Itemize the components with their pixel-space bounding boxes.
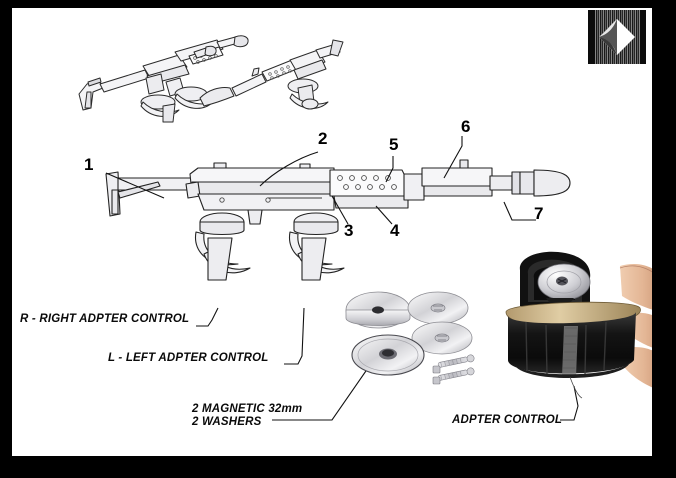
callout-2: 2	[318, 129, 327, 148]
callout-1: 1	[84, 155, 93, 174]
label-washers-line2: 2 WASHERS	[192, 416, 262, 428]
label-right-adapter-control: R - RIGHT ADPTER CONTROL	[20, 313, 190, 325]
label-adapter-control: ADPTER CONTROL	[452, 414, 563, 426]
callout-3: 3	[344, 221, 353, 240]
drum-ribs	[525, 321, 607, 376]
adapter-control-photo	[505, 251, 652, 399]
washer-lower	[411, 321, 473, 355]
label-left-adapter-control: L - LEFT ADPTER CONTROL	[108, 352, 269, 364]
callout-5: 5	[389, 135, 398, 154]
iso-view-right	[193, 39, 344, 110]
main-weapon-diagram	[105, 159, 571, 281]
screws-group	[432, 354, 475, 385]
washer-upper	[407, 291, 469, 325]
logo-diamond-icon	[599, 19, 635, 55]
callout-7: 7	[534, 204, 543, 223]
drum-strap-panel	[562, 326, 578, 377]
magnet-disc-front	[351, 334, 425, 376]
label-magnets-line1: 2 MAGNETIC 32mm	[192, 403, 303, 415]
adapter-top-jaw	[519, 251, 591, 306]
logo-left-bar	[588, 10, 595, 64]
magnet-disc-rear	[345, 291, 411, 329]
logo-right-bar	[640, 10, 646, 64]
callout-4: 4	[390, 221, 399, 240]
callout-6: 6	[461, 117, 470, 136]
diamond-emblem-logo	[588, 10, 646, 64]
shroud-vent-holes	[337, 175, 397, 190]
callout-leader-lines	[105, 136, 579, 421]
diagram-page: 1 2 3 4 5 6 7 R - RIGHT ADPTER CONTROL L…	[12, 8, 652, 456]
magnets-washers-screws-photo	[345, 291, 475, 385]
